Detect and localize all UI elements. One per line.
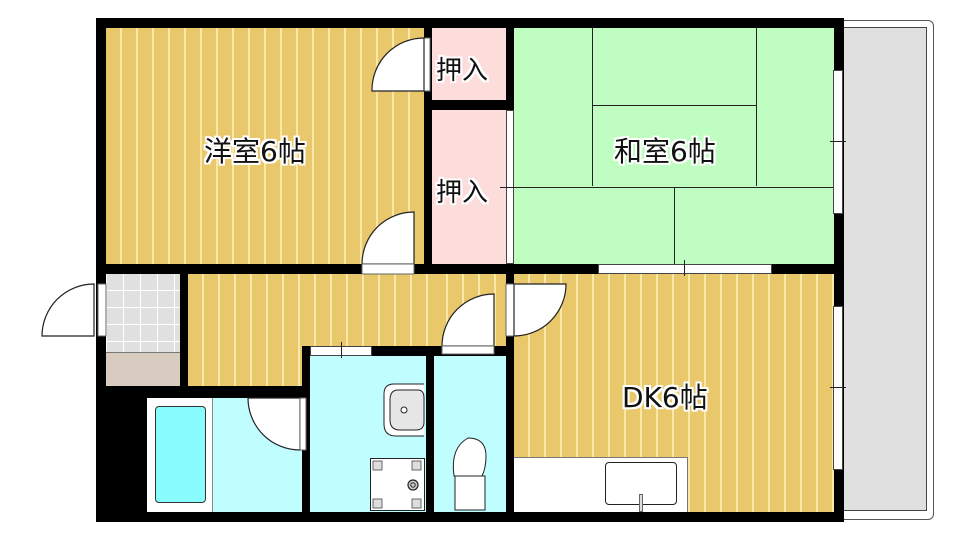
door-western-closet[interactable] [371, 37, 432, 93]
wall-closet-right [506, 18, 514, 522]
wall-top [96, 18, 842, 28]
closet-upper-floor [432, 28, 506, 100]
sliding-door-japanese-dk [598, 264, 772, 274]
kitchen-faucet [639, 494, 643, 512]
dining-kitchen-label: DK6帖 [622, 381, 708, 414]
wall-left-upper [96, 18, 106, 274]
bathtub-basin [155, 406, 206, 503]
sliding-door-mullion [684, 260, 685, 276]
door-bathroom[interactable] [247, 397, 310, 452]
tatami-line [592, 28, 593, 186]
entrance-tile [106, 274, 180, 352]
window-mullion [830, 141, 846, 142]
wall-toilet-left [426, 346, 434, 522]
wall-entrance-right [180, 274, 188, 386]
wall-hall-bottom [96, 386, 310, 398]
window-japanese-right [833, 70, 843, 214]
tatami-line [592, 105, 756, 106]
washing-machine-pan [370, 458, 425, 511]
balcony [842, 27, 927, 511]
tatami-line [756, 28, 757, 186]
closet-lower-label: 押入 [436, 178, 489, 208]
wall-closet-left [424, 18, 432, 274]
washbasin [383, 383, 425, 437]
western-room-floor [106, 28, 426, 266]
toilet-fixture [452, 437, 487, 511]
wall-closet-divider [424, 100, 514, 110]
japanese-room-label: 和室6帖 [614, 135, 716, 168]
western-room-label: 洋室6帖 [204, 135, 306, 168]
closet-lower-floor [432, 110, 506, 266]
door-entrance[interactable] [41, 283, 108, 338]
window-mullion [830, 387, 846, 388]
door-western-room[interactable] [361, 211, 422, 275]
wall-middle-horizontal [96, 264, 844, 274]
wall-bottom [96, 512, 842, 522]
bath-unit-wall [96, 386, 147, 522]
sliding-door-mullion [500, 187, 516, 188]
entrance-step [106, 352, 180, 386]
wall-wash-top [302, 346, 514, 356]
closet-upper-label: 押入 [436, 56, 489, 86]
tatami-line [674, 187, 675, 266]
door-dining-kitchen[interactable] [505, 283, 570, 340]
window-dk-right [833, 306, 843, 470]
door-toilet[interactable] [441, 293, 502, 356]
sliding-door-mullion [341, 342, 342, 358]
